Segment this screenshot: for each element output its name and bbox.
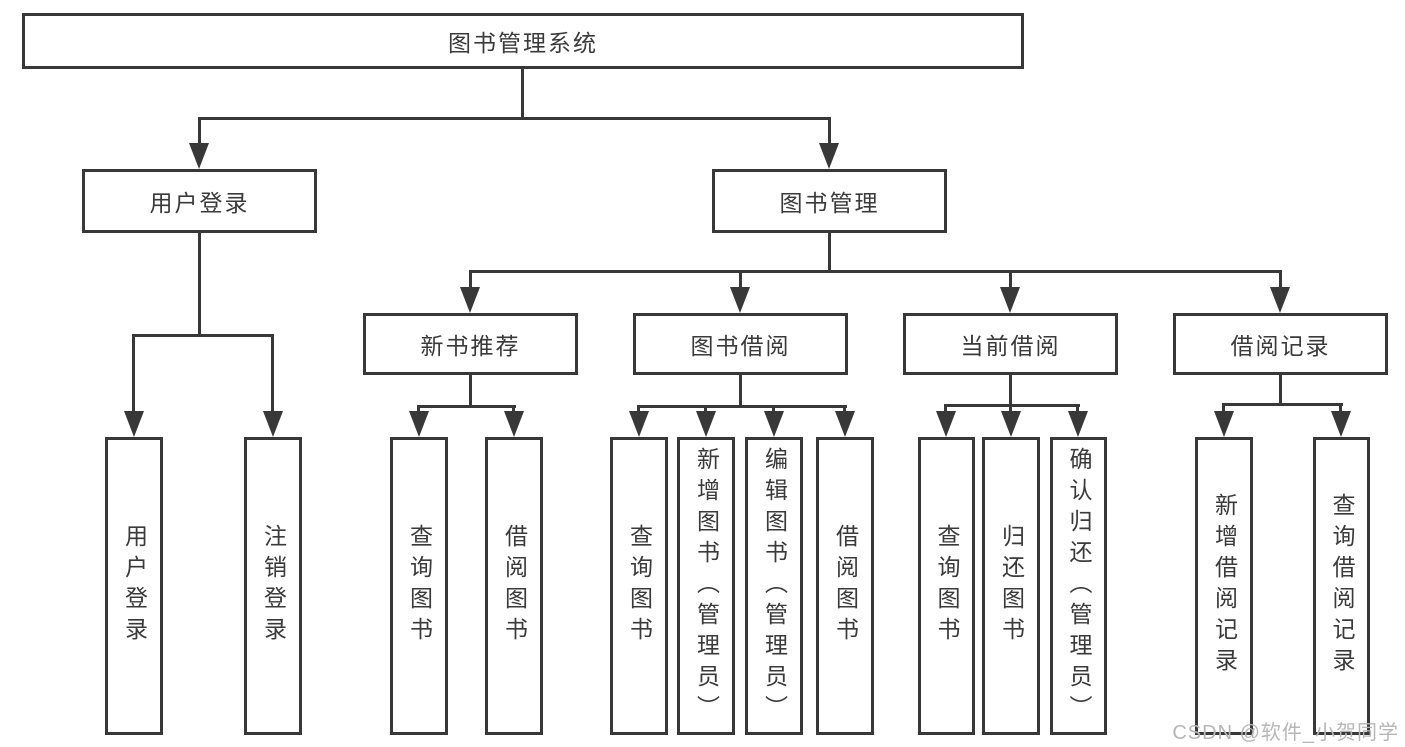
connector-user-login-stem bbox=[198, 233, 201, 337]
connector-user-login-hline bbox=[132, 334, 274, 337]
connector-level3-drop bbox=[739, 270, 742, 292]
leaf-add-books-admin: 新增图书（管理员） bbox=[677, 437, 735, 735]
connector-user-login-drop bbox=[198, 117, 201, 149]
connector-leaf-drop bbox=[1339, 403, 1342, 415]
leaf-edit-books-admin: 编辑图书（管理员） bbox=[745, 437, 803, 735]
arrow-down-icon bbox=[1270, 287, 1290, 313]
node-book-management: 图书管理 bbox=[712, 169, 947, 233]
connector-current-stem bbox=[1009, 375, 1012, 407]
leaf-label: 借阅图书 bbox=[832, 524, 859, 648]
connector-level3-drop bbox=[1279, 270, 1282, 292]
node-label: 图书管理 bbox=[779, 190, 880, 216]
leaf-label: 查询图书 bbox=[626, 524, 653, 648]
leaf-query-books-recommend: 查询图书 bbox=[390, 437, 448, 735]
leaf-label: 借阅图书 bbox=[501, 524, 528, 648]
connector-book-mgmt-drop bbox=[828, 117, 831, 149]
leaf-query-books-current: 查询图书 bbox=[918, 437, 975, 735]
connector-current-hline bbox=[944, 404, 1080, 407]
connector-leaf-drop bbox=[843, 405, 846, 415]
connector-book-mgmt-hline bbox=[469, 270, 1282, 273]
leaf-add-borrow-record: 新增借阅记录 bbox=[1195, 437, 1253, 735]
node-label: 当前借阅 bbox=[960, 333, 1061, 359]
arrow-down-icon bbox=[764, 411, 784, 437]
leaf-label: 注销登录 bbox=[260, 524, 287, 648]
leaf-logout: 注销登录 bbox=[244, 437, 302, 735]
arrow-down-icon bbox=[936, 411, 956, 437]
connector-leaf-drop bbox=[512, 405, 515, 415]
connector-level3-drop bbox=[469, 270, 472, 292]
leaf-confirm-return-admin: 确认归还（管理员） bbox=[1050, 437, 1107, 735]
connector-root-stem bbox=[521, 69, 524, 119]
connector-leaf-drop bbox=[772, 405, 775, 415]
node-current-borrowing: 当前借阅 bbox=[903, 313, 1118, 375]
connector-records-stem bbox=[1279, 375, 1282, 406]
leaf-query-books-borrowing: 查询图书 bbox=[610, 437, 668, 735]
leaf-label: 新增借阅记录 bbox=[1211, 493, 1238, 679]
node-user-login: 用户登录 bbox=[82, 169, 317, 233]
node-book-borrowing: 图书借阅 bbox=[633, 313, 848, 375]
arrow-down-icon bbox=[819, 143, 839, 169]
connector-leaf-drop bbox=[132, 334, 135, 414]
connector-leaf-drop bbox=[944, 404, 947, 415]
connector-leaf-drop bbox=[1076, 404, 1079, 415]
node-new-book-recommend: 新书推荐 bbox=[363, 313, 578, 375]
arrow-down-icon bbox=[460, 287, 480, 313]
leaf-label: 编辑图书（管理员） bbox=[761, 446, 788, 726]
connector-borrow-stem bbox=[739, 375, 742, 408]
arrow-down-icon bbox=[835, 411, 855, 437]
connector-leaf-drop bbox=[637, 405, 640, 415]
arrow-down-icon bbox=[189, 143, 209, 169]
leaf-label: 新增图书（管理员） bbox=[693, 446, 720, 726]
arrow-down-icon bbox=[1000, 287, 1020, 313]
leaf-label: 用户登录 bbox=[121, 524, 148, 648]
connector-leaf-drop bbox=[271, 334, 274, 414]
leaf-label: 查询借阅记录 bbox=[1329, 493, 1355, 679]
connector-new-rec-hline bbox=[417, 405, 516, 408]
arrow-down-icon bbox=[1331, 411, 1351, 437]
node-label: 图书借阅 bbox=[690, 333, 791, 359]
leaf-label: 查询图书 bbox=[406, 524, 433, 648]
node-library-management-system: 图书管理系统 bbox=[22, 13, 1024, 69]
arrow-down-icon bbox=[629, 411, 649, 437]
arrow-down-icon bbox=[730, 287, 750, 313]
connector-level3-drop bbox=[1009, 270, 1012, 292]
leaf-label: 归还图书 bbox=[998, 524, 1025, 648]
connector-leaf-drop bbox=[1009, 404, 1012, 415]
arrow-down-icon bbox=[696, 411, 716, 437]
connector-new-rec-stem bbox=[469, 375, 472, 408]
arrow-down-icon bbox=[263, 411, 283, 437]
watermark: CSDN @软件_小贺同学 bbox=[1172, 722, 1399, 744]
connector-root-hline bbox=[198, 117, 831, 120]
arrow-down-icon bbox=[504, 411, 524, 437]
arrow-down-icon bbox=[1001, 411, 1021, 437]
leaf-query-borrow-record: 查询借阅记录 bbox=[1313, 437, 1370, 735]
leaf-return-books: 归还图书 bbox=[982, 437, 1040, 735]
node-label: 图书管理系统 bbox=[448, 30, 598, 56]
connector-book-mgmt-stem bbox=[828, 233, 831, 273]
node-label: 用户登录 bbox=[149, 190, 250, 216]
arrow-down-icon bbox=[124, 411, 144, 437]
node-borrowing-records: 借阅记录 bbox=[1173, 313, 1388, 375]
connector-leaf-drop bbox=[417, 405, 420, 415]
leaf-user-login: 用户登录 bbox=[105, 437, 163, 735]
leaf-label: 确认归还（管理员） bbox=[1066, 446, 1092, 726]
node-label: 新书推荐 bbox=[420, 333, 521, 359]
leaf-borrow-books: 借阅图书 bbox=[816, 437, 874, 735]
arrow-down-icon bbox=[1214, 411, 1234, 437]
node-label: 借阅记录 bbox=[1230, 333, 1331, 359]
connector-leaf-drop bbox=[704, 405, 707, 415]
leaf-borrow-books-recommend: 借阅图书 bbox=[485, 437, 543, 735]
connector-borrow-hline bbox=[637, 405, 847, 408]
connector-records-hline bbox=[1222, 403, 1343, 406]
leaf-label: 查询图书 bbox=[934, 524, 960, 648]
arrow-down-icon bbox=[1068, 411, 1088, 437]
arrow-down-icon bbox=[409, 411, 429, 437]
connector-leaf-drop bbox=[1222, 403, 1225, 415]
